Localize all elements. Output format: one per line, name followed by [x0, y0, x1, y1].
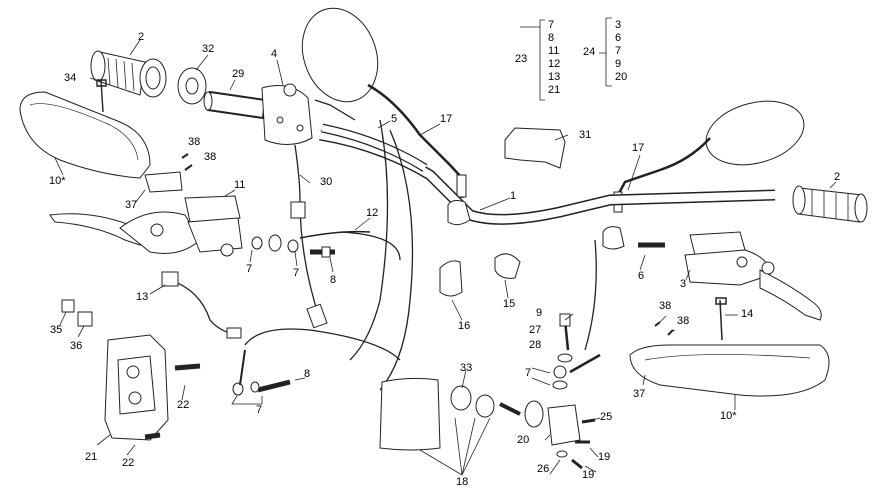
- callout-22: 22: [177, 399, 190, 411]
- callout-10: 10*: [720, 410, 737, 422]
- callout-36: 36: [70, 340, 83, 352]
- group-item: 6: [615, 32, 622, 44]
- callout-9: 9: [536, 307, 543, 319]
- left-grip: [90, 50, 167, 98]
- callout-10: 10*: [49, 175, 66, 187]
- callout-38: 38: [677, 315, 690, 327]
- callout-11: 11: [234, 179, 246, 191]
- callout-17: 17: [632, 142, 645, 154]
- callout-2: 2: [138, 31, 145, 43]
- connector: [226, 327, 242, 339]
- washer: [177, 67, 207, 105]
- callout-19: 19: [582, 469, 595, 481]
- callout-22: 22: [122, 457, 135, 469]
- switch-part: [61, 299, 75, 313]
- seal-kit: [379, 377, 544, 451]
- group-item: 3: [615, 19, 622, 31]
- leader-lines: [54, 17, 837, 476]
- callout-33: 33: [460, 362, 473, 374]
- callout-19: 19: [598, 451, 611, 463]
- callout-4: 4: [271, 48, 278, 60]
- right-handguard: [629, 344, 830, 397]
- callout-32: 32: [202, 43, 215, 55]
- callout-17: 17: [440, 113, 453, 125]
- callout-27: 27: [529, 324, 542, 336]
- cover: [504, 127, 566, 169]
- callout-16: 16: [458, 320, 471, 332]
- callout-37: 37: [125, 199, 138, 211]
- callout-18: 18: [456, 476, 469, 488]
- callout-6: 6: [638, 270, 645, 282]
- brake-lever-assembly: [638, 231, 822, 321]
- group-24: 24 3 6 7 9 20: [583, 19, 633, 91]
- callout-25: 25: [600, 411, 613, 423]
- switch-part: [77, 311, 93, 327]
- callout-37: 37: [633, 388, 646, 400]
- screw: [96, 79, 107, 113]
- master-cylinder: [547, 313, 601, 470]
- callout-8: 8: [330, 274, 337, 286]
- callout-31: 31: [579, 129, 592, 141]
- connector: [290, 201, 306, 219]
- throttle-assembly: [203, 83, 313, 145]
- callout-12: 12: [366, 207, 379, 219]
- callout-8: 8: [304, 368, 311, 380]
- group-label: 24: [583, 46, 596, 58]
- callout-30: 30: [320, 176, 333, 188]
- callout-7: 7: [246, 263, 253, 275]
- callout-38: 38: [188, 136, 201, 148]
- clutch-lever-assembly: [49, 195, 243, 257]
- callout-3: 3: [680, 278, 687, 290]
- brake-caliper: [104, 334, 201, 441]
- left-mirror: [301, 7, 467, 198]
- right-grip: [792, 185, 868, 223]
- group-item: 9: [615, 58, 622, 70]
- group-item: 7: [548, 19, 555, 31]
- callout-35: 35: [50, 324, 63, 336]
- group-label: 23: [515, 53, 528, 65]
- small-screw: [654, 321, 674, 336]
- group-item: 21: [548, 84, 561, 96]
- callout-38: 38: [204, 151, 217, 163]
- callout-34: 34: [64, 72, 77, 84]
- bar-clamp: [447, 200, 471, 226]
- callout-14: 14: [741, 308, 754, 320]
- callout-38: 38: [659, 300, 672, 312]
- callout-29: 29: [232, 68, 245, 80]
- group-item: 8: [548, 32, 555, 44]
- callout-28: 28: [529, 339, 542, 351]
- callout-7: 7: [256, 404, 263, 416]
- group-item: 20: [615, 71, 628, 83]
- callout-7: 7: [293, 267, 300, 279]
- group-item: 11: [548, 45, 560, 57]
- group-item: 13: [548, 71, 561, 83]
- group-item: 12: [548, 58, 561, 70]
- bolt: [715, 297, 727, 341]
- cables: [169, 99, 597, 391]
- connector: [306, 303, 328, 329]
- right-mirror: [613, 100, 805, 213]
- callout-15: 15: [503, 298, 516, 310]
- callout-20: 20: [517, 434, 530, 446]
- left-handguard: [19, 91, 183, 193]
- callout-2: 2: [834, 171, 841, 183]
- callout-1: 1: [510, 190, 517, 202]
- connector: [161, 271, 179, 287]
- handlebar: [319, 123, 776, 225]
- callout-13: 13: [136, 291, 149, 303]
- switch-assembly: [439, 253, 521, 297]
- callout-21: 21: [85, 451, 98, 463]
- bar-clamp: [602, 226, 625, 250]
- group-23: 23 7 8 11 12 13 21: [515, 19, 565, 104]
- group-item: 7: [615, 45, 622, 57]
- bolt-set: [232, 230, 371, 396]
- small-screw: [181, 153, 193, 171]
- callout-5: 5: [391, 113, 398, 125]
- callout-26: 26: [537, 463, 550, 475]
- callout-7: 7: [525, 367, 532, 379]
